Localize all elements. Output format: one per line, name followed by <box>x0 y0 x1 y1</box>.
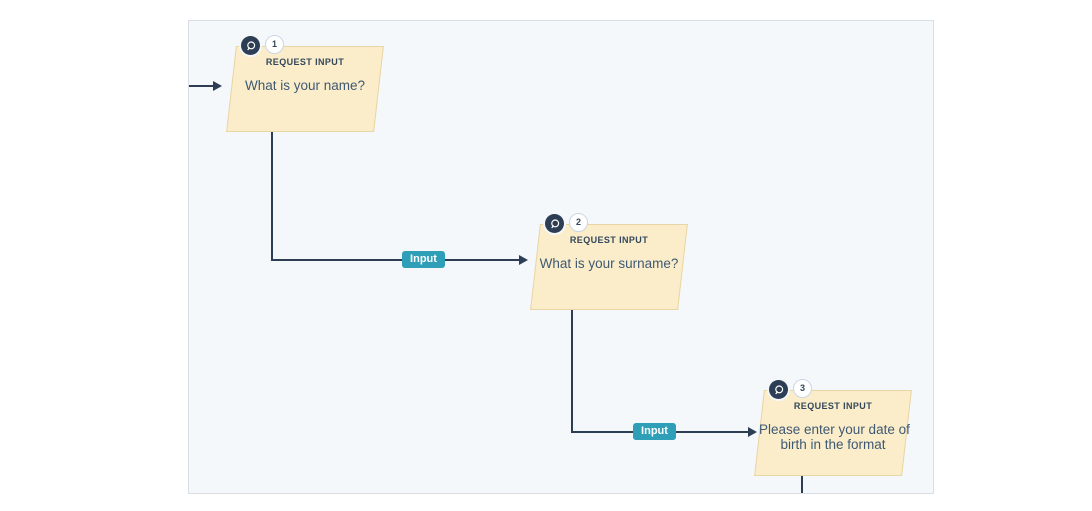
input-branch-pill: Input <box>633 423 676 440</box>
node-type-label: REQUEST INPUT <box>265 57 345 67</box>
connector-line <box>571 310 573 433</box>
chat-bubble-icon <box>769 380 788 399</box>
connector-line <box>271 132 273 261</box>
input-branch-pill: Input <box>402 251 445 268</box>
node-body-line: Please enter your date of <box>759 422 910 437</box>
chat-bubble-icon <box>545 214 564 233</box>
node-body-line: What is your name? <box>244 78 366 93</box>
connector-line <box>801 476 803 493</box>
node-type-label: REQUEST INPUT <box>569 235 649 245</box>
arrow-head-icon <box>213 81 222 91</box>
node-type-label: REQUEST INPUT <box>793 401 873 411</box>
request-input-node-2[interactable]: 2 REQUEST INPUT What is your surname? <box>530 213 688 310</box>
request-input-node-3[interactable]: 3 REQUEST INPUT Please enter your date o… <box>754 379 912 476</box>
connector-line <box>271 259 520 261</box>
chat-bubble-icon <box>241 36 260 55</box>
node-body-text: What is your surname? <box>535 256 683 271</box>
request-input-node-1[interactable]: 1 REQUEST INPUT What is your name? <box>226 35 384 132</box>
node-number-badge: 3 <box>793 379 812 398</box>
node-body-text: What is your name? <box>231 78 379 93</box>
node-number-badge: 1 <box>265 35 284 54</box>
node-body-line: birth in the format <box>780 437 886 452</box>
flow-canvas[interactable]: 1 REQUEST INPUT What is your name? Input… <box>188 20 934 494</box>
node-body-line: What is your surname? <box>539 256 679 271</box>
node-number-badge: 2 <box>569 213 588 232</box>
connector-line <box>189 85 214 87</box>
node-body-text: Please enter your date of birth in the f… <box>759 422 910 452</box>
arrow-head-icon <box>519 255 528 265</box>
arrow-head-icon <box>748 427 757 437</box>
